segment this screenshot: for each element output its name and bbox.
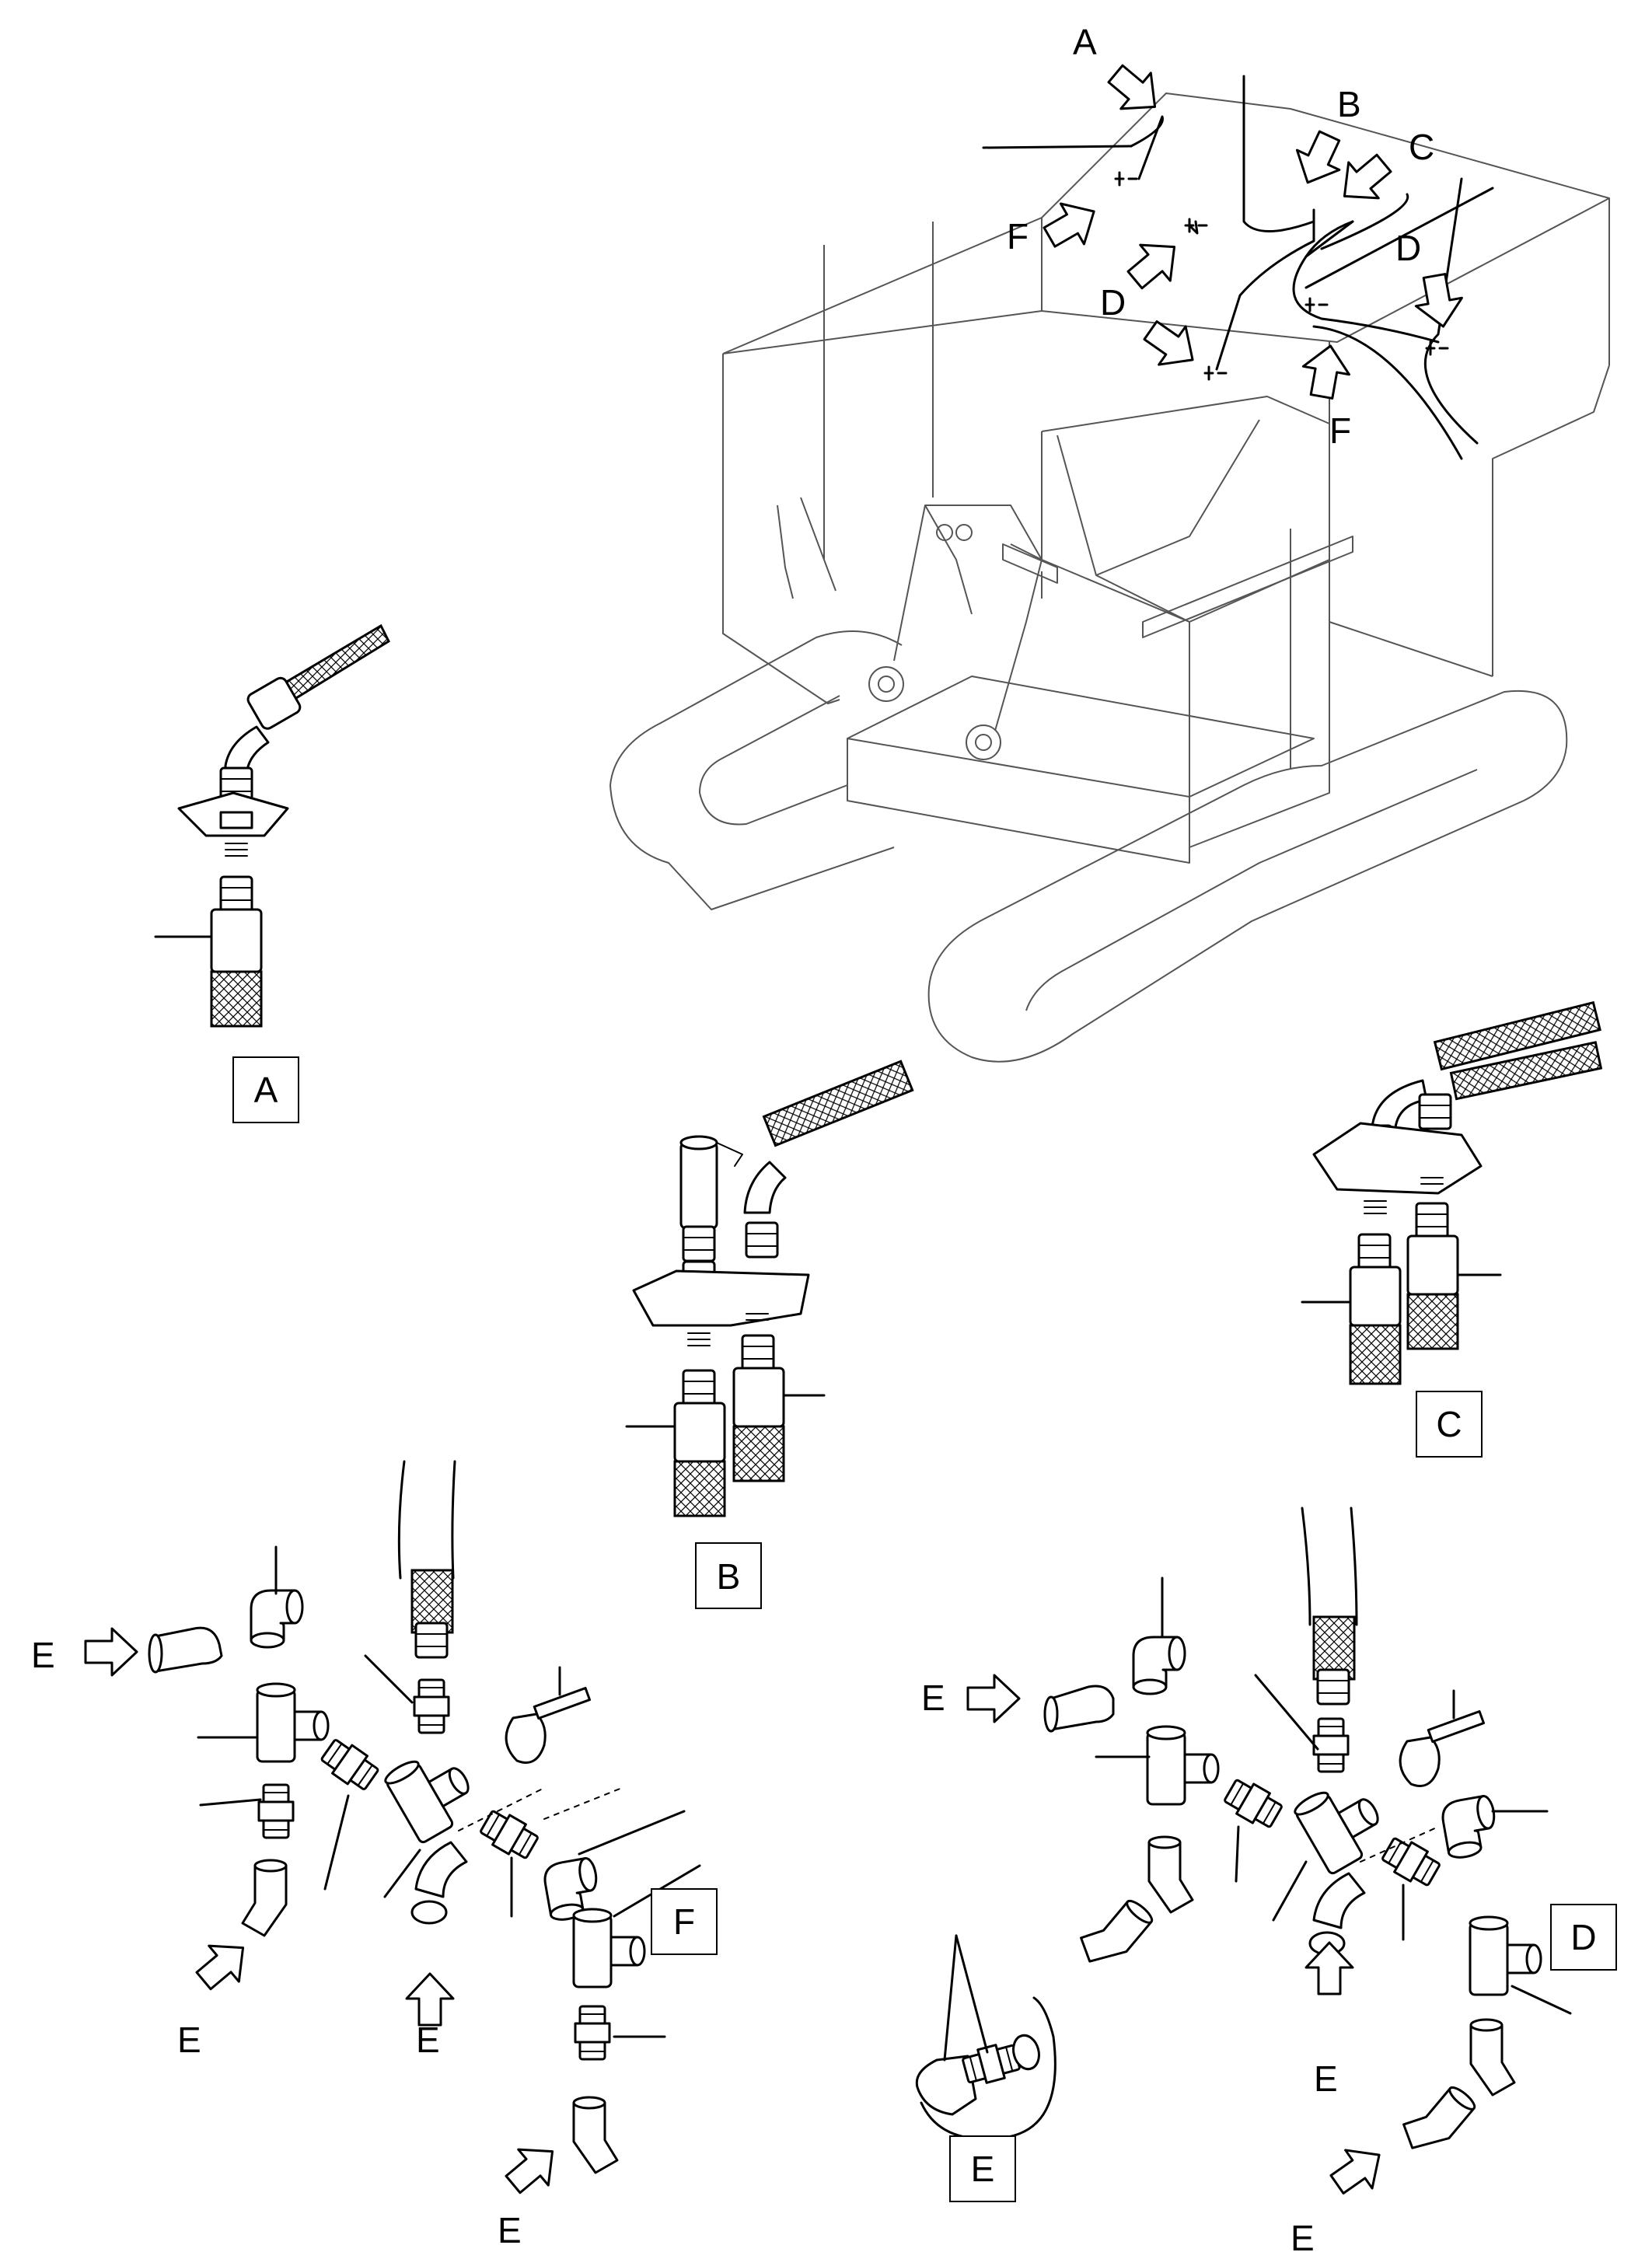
assembly-d [915,1507,1572,2163]
overview-label-a: A [1073,22,1097,62]
overview-label-c: C [1409,127,1434,167]
overview-label-f-left: F [1007,216,1029,257]
assembly-f-label-e-center: E [416,2020,440,2060]
assembly-d-label-e-center: E [1314,2058,1338,2099]
detail-label-f: F [673,1901,695,1942]
detail-label-a: A [254,1070,278,1110]
overview-hoses [982,75,1494,460]
machine-overview [609,93,1610,1063]
detail-a-fitting: A [154,623,390,1123]
detail-c-fitting: C [1301,1000,1603,1458]
detail-box-f [651,1888,718,1955]
detail-box-d [1550,1904,1617,1971]
overview-label-b: B [1337,84,1361,124]
detail-box-e [949,2135,1016,2202]
overview-label-d-right: D [1395,228,1421,268]
assembly-d-label-e-left: E [921,1678,945,1718]
detail-label-b: B [717,1556,741,1597]
overview-label-f-right: F [1329,410,1351,451]
detail-label-e: E [971,2149,995,2189]
assembly-f-label-e-left: E [31,1635,55,1675]
assembly-d-label-e-bottom: E [1291,2218,1315,2258]
assembly-f [148,1460,701,2174]
detail-label-c: C [1436,1404,1462,1444]
assembly-f-label-e-bottom-left: E [177,2020,201,2060]
overview-label-d-left: D [1100,282,1126,323]
assembly-f-label-e-bottom: E [498,2210,522,2250]
detail-label-d: D [1570,1917,1596,1957]
detail-b-fitting: B [625,1060,914,1609]
